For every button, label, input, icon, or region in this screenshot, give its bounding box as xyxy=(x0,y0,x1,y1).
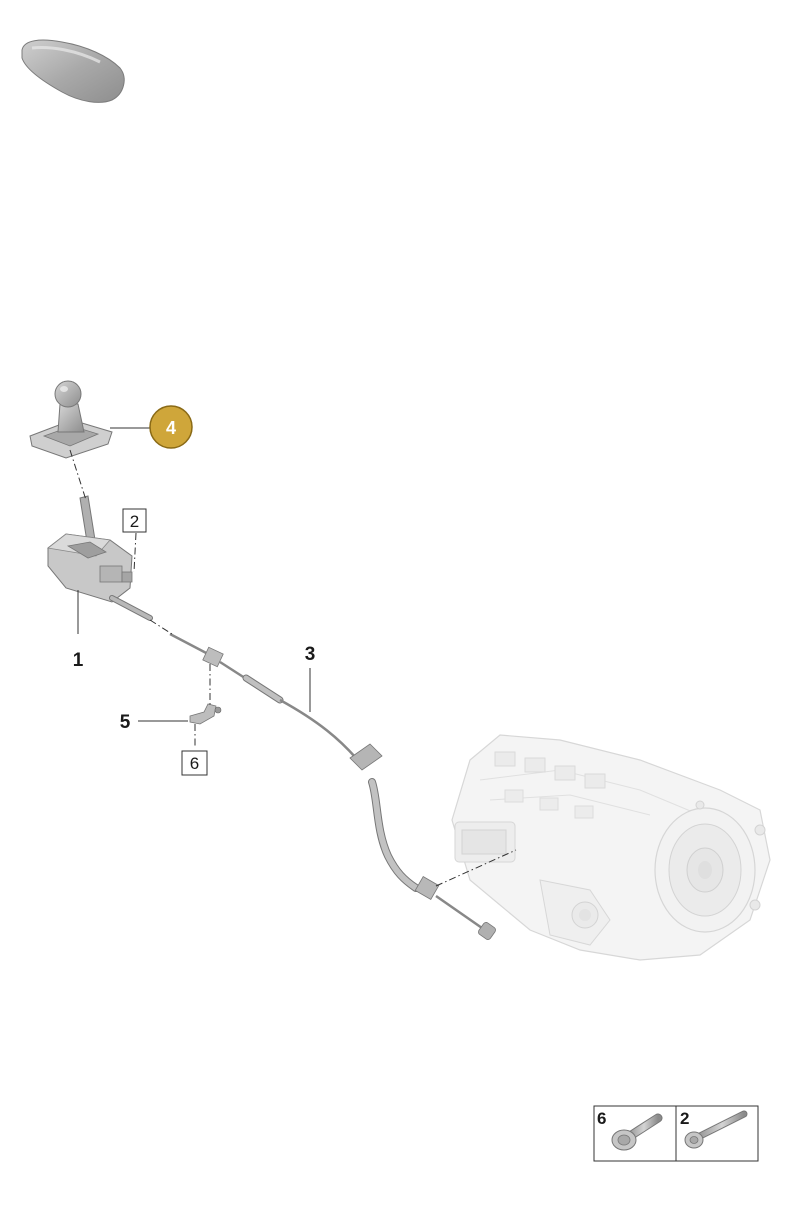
callout-part-3: 3 xyxy=(305,644,316,665)
gear-knob-boot xyxy=(29,380,113,459)
leader-lines xyxy=(77,427,311,722)
flange-bolt-icon xyxy=(611,1113,663,1151)
bolt-icon xyxy=(684,1110,748,1149)
callout-part-2: 2 xyxy=(130,512,139,531)
callout-part-1: 1 xyxy=(73,650,84,671)
fastener-legend: 6 2 xyxy=(593,1105,759,1162)
connection-lines xyxy=(69,449,517,887)
legend-number-right: 2 xyxy=(680,1109,689,1128)
cable-bracket xyxy=(189,703,222,725)
transmission-illustration xyxy=(451,734,771,961)
shift-lever-housing xyxy=(47,495,153,621)
selector-cable xyxy=(169,632,496,940)
legend-number-left: 6 xyxy=(597,1109,606,1128)
callout-part-5: 5 xyxy=(120,712,131,733)
callout-box-part-6: 6 xyxy=(181,750,208,776)
car-silhouette-icon xyxy=(21,39,125,103)
callout-badge-part-4: 4 xyxy=(149,405,193,449)
callout-part-4: 4 xyxy=(166,418,176,438)
callout-part-6: 6 xyxy=(190,754,199,773)
callout-box-part-2: 2 xyxy=(122,508,147,533)
